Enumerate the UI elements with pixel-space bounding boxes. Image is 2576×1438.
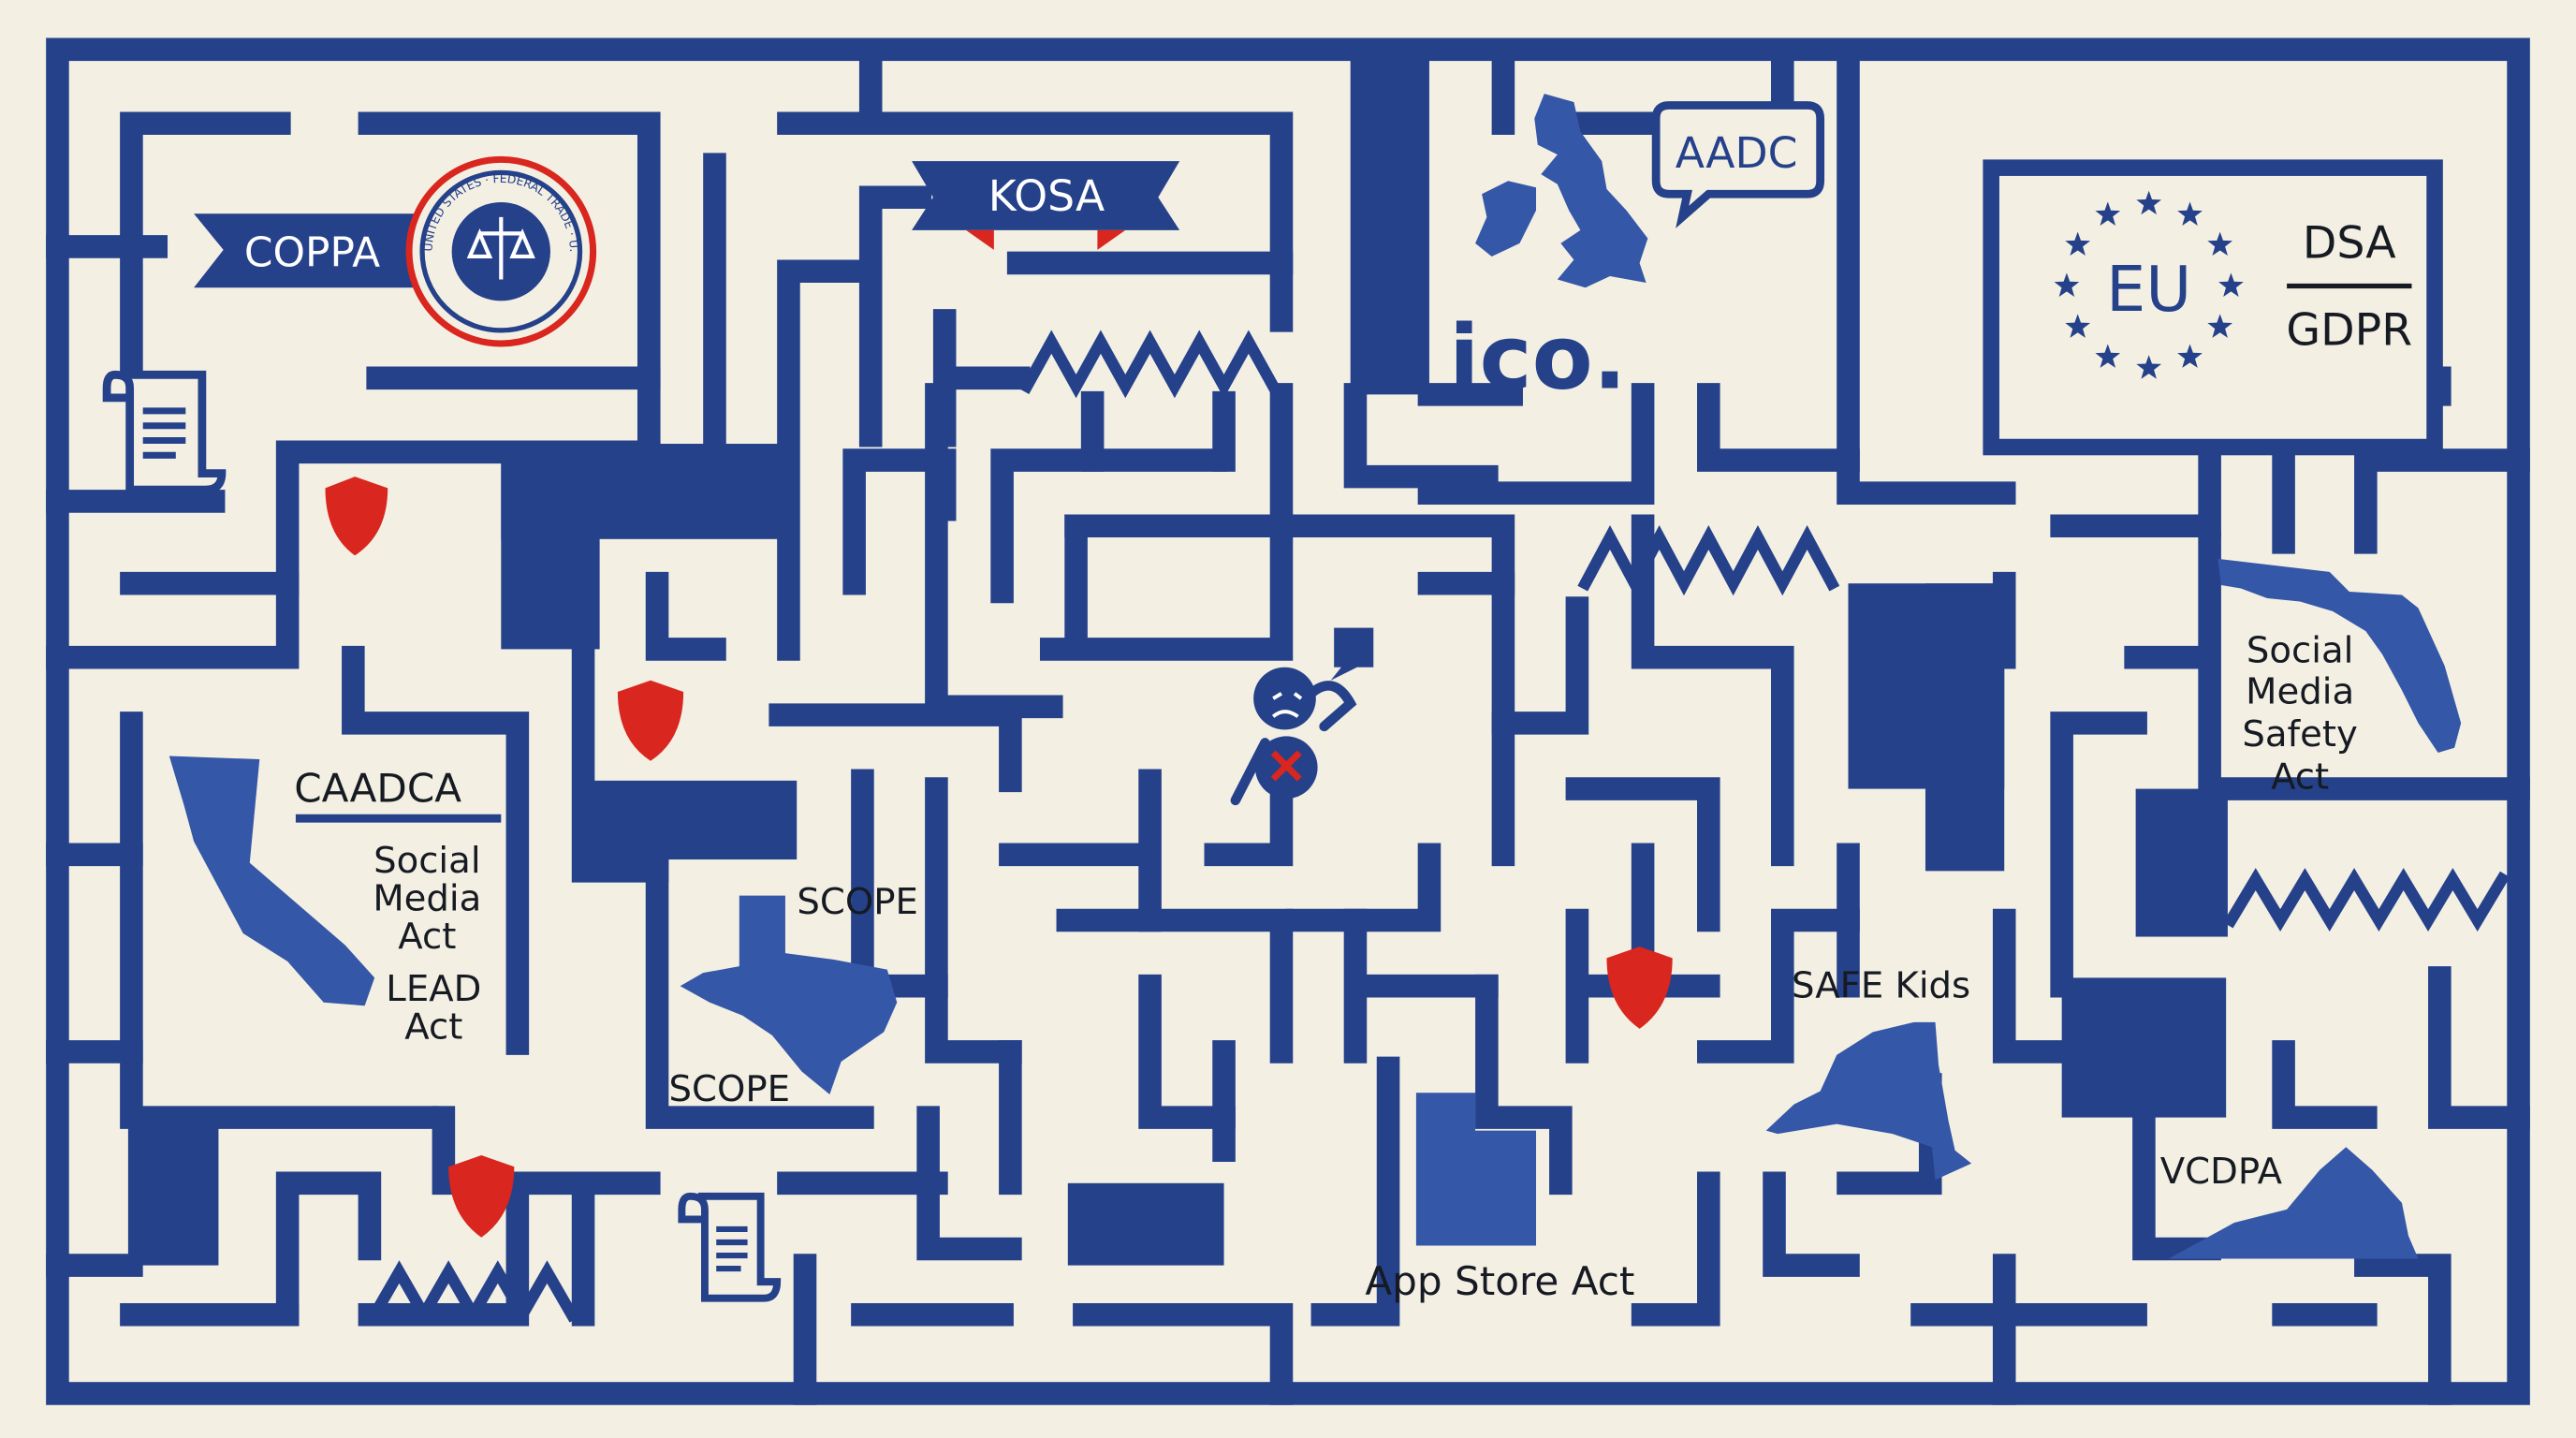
coppa-banner: COPPA bbox=[194, 213, 474, 288]
kosa-banner: KOSA bbox=[912, 161, 1180, 250]
new-york-map bbox=[1765, 1021, 1972, 1181]
eu-star bbox=[2095, 201, 2121, 226]
fl-social-line4: Act bbox=[2271, 756, 2329, 799]
ca-social-line2: Media bbox=[373, 877, 481, 919]
eu-star bbox=[2065, 231, 2091, 257]
lead-line2: Act bbox=[404, 1005, 462, 1048]
virginia-map bbox=[2168, 1147, 2419, 1259]
scope-bottom-label: SCOPE bbox=[668, 1068, 790, 1110]
florida-map bbox=[2217, 558, 2462, 753]
kosa-label: KOSA bbox=[988, 171, 1105, 221]
eu-star bbox=[2054, 272, 2080, 297]
fl-social-line3: Safety bbox=[2242, 713, 2358, 756]
eu-star bbox=[2207, 314, 2233, 338]
zigzag-barriers bbox=[366, 330, 2510, 1327]
shield-icon bbox=[325, 477, 388, 556]
gdpr-label: GDPR bbox=[2286, 305, 2412, 357]
ico-label: ico. bbox=[1449, 306, 1627, 409]
eu-star bbox=[2207, 231, 2233, 257]
caadca-label: CAADCA bbox=[294, 766, 461, 812]
eu-star bbox=[2136, 190, 2162, 215]
safe-kids-label: SAFE Kids bbox=[1792, 964, 1970, 1006]
eu-star bbox=[2095, 344, 2121, 368]
fl-social-line2: Media bbox=[2246, 670, 2354, 712]
shield-icon bbox=[448, 1154, 515, 1238]
eu-label: EU bbox=[2106, 253, 2191, 326]
coppa-label: COPPA bbox=[244, 228, 380, 276]
confused-person-icon bbox=[1230, 627, 1374, 806]
scope-top-label: SCOPE bbox=[797, 881, 918, 923]
shield-icon bbox=[1606, 946, 1673, 1029]
app-store-label: App Store Act bbox=[1365, 1258, 1634, 1304]
document-scroll-icon bbox=[678, 1192, 782, 1302]
ca-social-line3: Act bbox=[398, 916, 456, 958]
shield-icon bbox=[617, 680, 684, 761]
eu-star bbox=[2136, 355, 2162, 379]
eu-star bbox=[2177, 201, 2203, 226]
california-map bbox=[168, 756, 375, 1006]
texas-map bbox=[680, 895, 898, 1095]
uk-map bbox=[1475, 94, 1648, 288]
speech-bubble-icon bbox=[1334, 627, 1374, 668]
eu-star bbox=[2218, 272, 2244, 297]
vcdpa-label: VCDPA bbox=[2160, 1151, 2283, 1193]
aadc-bubble: AADC bbox=[1651, 101, 1825, 228]
ca-social-line1: Social bbox=[373, 840, 480, 882]
lead-line1: LEAD bbox=[386, 968, 481, 1010]
fl-social-line1: Social bbox=[2247, 629, 2353, 671]
error-x-icon bbox=[1270, 750, 1302, 782]
document-scroll-icon bbox=[102, 370, 227, 494]
maze-solid-blocks bbox=[127, 49, 2228, 1266]
eu-box bbox=[1983, 159, 2443, 456]
dsa-label: DSA bbox=[2303, 218, 2396, 270]
eu-stars-icon bbox=[2054, 190, 2244, 379]
utah-map bbox=[1415, 1093, 1537, 1246]
eu-star bbox=[2177, 344, 2203, 368]
aadc-label: AADC bbox=[1676, 128, 1798, 178]
eu-star bbox=[2065, 314, 2091, 338]
